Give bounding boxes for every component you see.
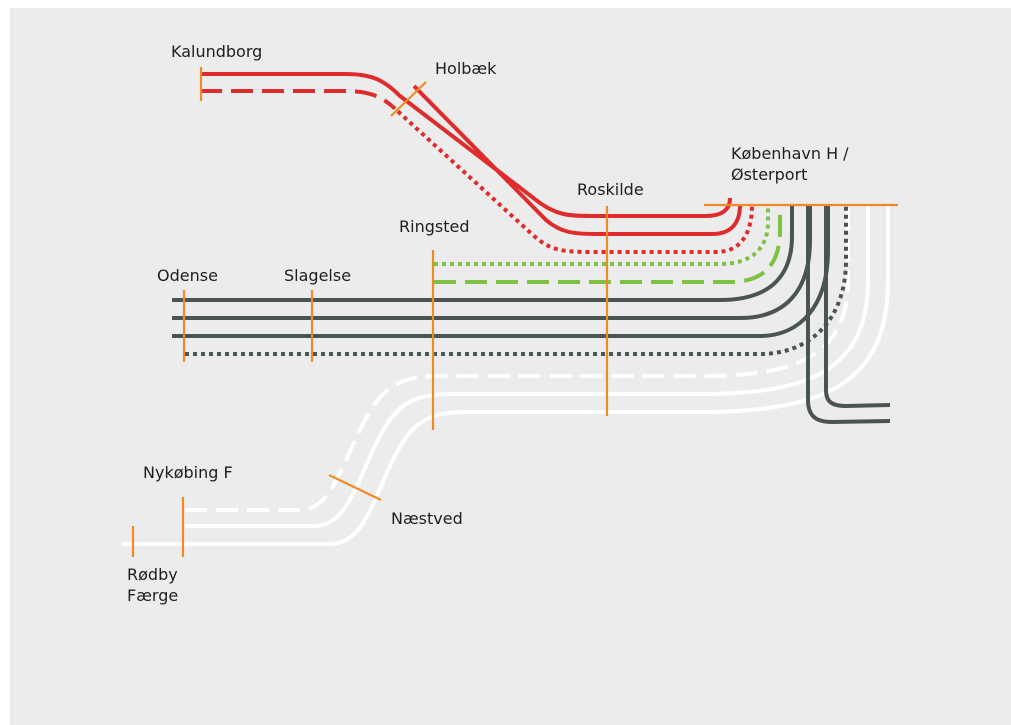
route-dark-branch-1 <box>806 205 891 424</box>
route-red-solid-2 <box>412 84 742 236</box>
station-label-rodby-1: Rødby <box>127 565 178 584</box>
station-label-rodby-2: Færge <box>127 586 178 605</box>
station-label-naestved: Næstved <box>391 509 463 528</box>
station-label-holbaek: Holbæk <box>435 59 497 78</box>
station-label-kobenhavn-1: København H / <box>731 144 849 163</box>
station-marker-holbaek <box>390 81 427 117</box>
route-red-dashed <box>200 89 394 108</box>
route-red-solid-1 <box>200 72 732 218</box>
route-dark-dotted <box>185 205 848 356</box>
diagram-background <box>10 8 1011 725</box>
route-white-solid-2 <box>122 205 890 546</box>
station-label-slagelse: Slagelse <box>284 266 351 285</box>
station-label-nykobing: Nykøbing F <box>143 463 233 482</box>
route-dark-branch-2 <box>824 205 891 408</box>
station-label-roskilde: Roskilde <box>577 180 644 199</box>
route-dark-solid-1 <box>172 205 794 302</box>
station-marker-naestved <box>328 474 382 501</box>
route-white-solid-1 <box>185 205 870 528</box>
station-label-kobenhavn-2: Østerport <box>731 165 807 184</box>
station-label-odense: Odense <box>157 266 218 285</box>
route-red-dotted <box>390 104 754 254</box>
station-label-ringsted: Ringsted <box>399 217 469 236</box>
station-label-kalundborg: Kalundborg <box>171 42 262 61</box>
route-green-dashed <box>434 205 782 284</box>
